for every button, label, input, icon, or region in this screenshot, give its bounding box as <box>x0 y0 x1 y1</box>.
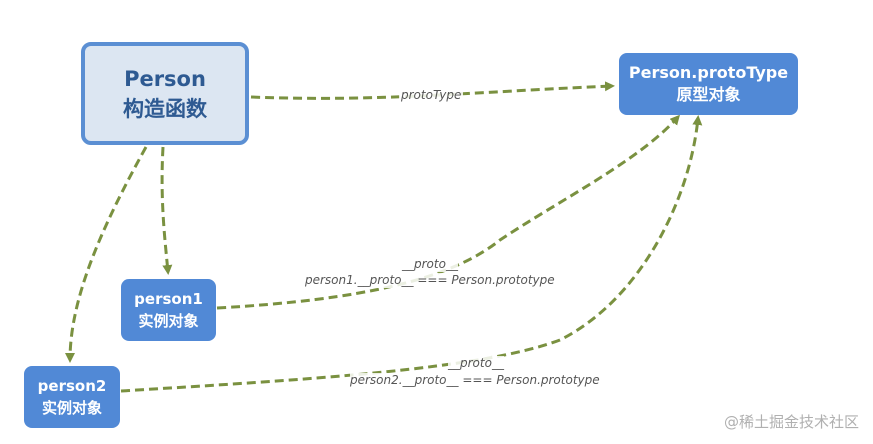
edge-person2-to-prototype <box>120 115 703 393</box>
node-subtitle: 实例对象 <box>41 399 102 417</box>
node-subtitle: 实例对象 <box>138 312 199 330</box>
edge-label-prototype: protoType <box>399 88 464 103</box>
node-person-prototype[interactable]: Person.protoType 原型对象 <box>619 53 798 115</box>
node-subtitle: 原型对象 <box>676 85 741 104</box>
node-subtitle: 构造函数 <box>123 96 207 121</box>
node-person1[interactable]: person1 实例对象 <box>121 279 216 341</box>
edge-note-person2: person2.__proto__ === Person.prototype <box>350 373 600 388</box>
edge-label-person1-proto: __proto__ <box>402 257 458 272</box>
watermark: @稀土掘金技术社区 <box>723 413 859 431</box>
edge-note-person1: person1.__proto__ === Person.prototype <box>305 273 555 288</box>
node-title: person1 <box>134 290 203 308</box>
node-title: Person <box>124 66 206 91</box>
edge-constructor-to-person1 <box>160 146 173 275</box>
edge-constructor-to-person2 <box>65 146 148 363</box>
node-person-constructor[interactable]: Person 构造函数 <box>81 42 249 145</box>
node-title: person2 <box>37 377 107 395</box>
node-title: Person.protoType <box>628 63 789 82</box>
edge-label-person2-proto: __proto__ <box>448 356 504 371</box>
node-person2[interactable]: person2 实例对象 <box>24 366 120 428</box>
